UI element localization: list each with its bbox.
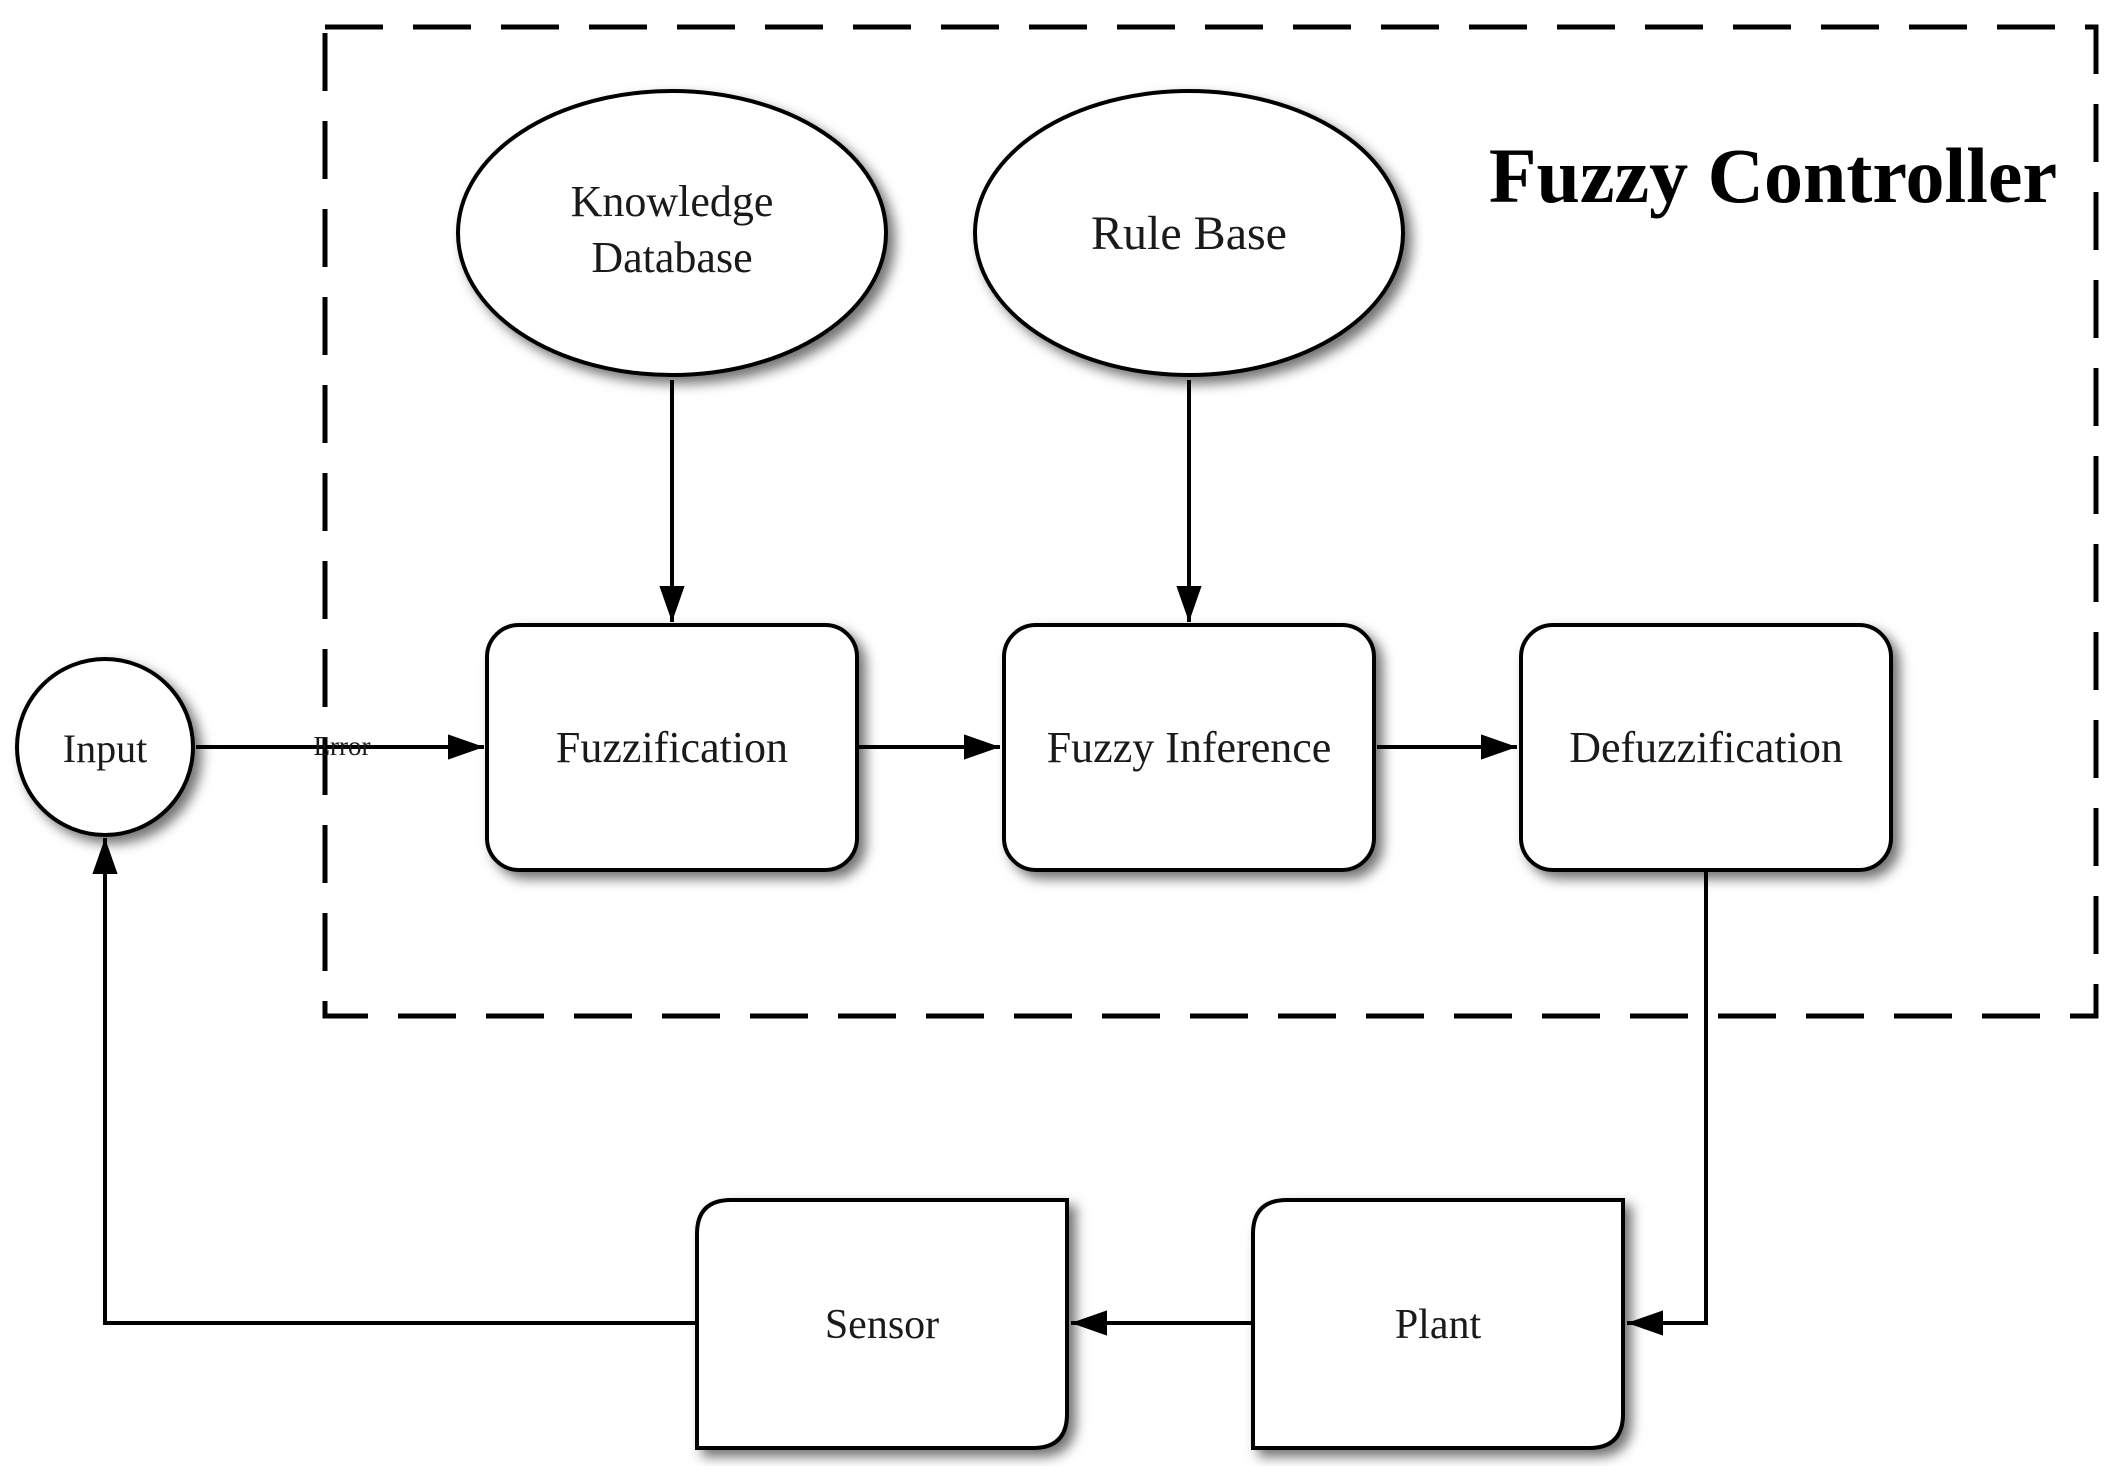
knowledge-database-node: Knowledge Database [456, 89, 888, 377]
input-node: Input [15, 657, 195, 837]
knowledge-label-line2: Database [591, 233, 752, 282]
sensor-label: Sensor [825, 1302, 939, 1348]
fuzzy-inference-node: Fuzzy Inference [1002, 623, 1376, 872]
error-label: Error [314, 731, 371, 761]
sensor-node: Sensor [695, 1198, 1069, 1450]
rule-base-label: Rule Base [1091, 207, 1287, 260]
arrow-sensor-to-input [92, 838, 697, 1325]
plant-node: Plant [1251, 1198, 1625, 1450]
plant-label: Plant [1395, 1302, 1482, 1348]
defuzzification-node: Defuzzification [1519, 623, 1893, 872]
arrow-defuzzification-to-plant [1627, 872, 1708, 1336]
rule-base-node: Rule Base [973, 89, 1405, 377]
fuzzification-label: Fuzzification [556, 723, 788, 772]
fuzzification-node: Fuzzification [485, 623, 859, 872]
input-label: Input [63, 726, 147, 771]
fuzzy-inference-label: Fuzzy Inference [1047, 723, 1332, 772]
controller-title: Fuzzy Controller [1489, 132, 2057, 219]
controller-boundary [322, 24, 2099, 1019]
knowledge-label-line1: Knowledge [571, 177, 774, 226]
defuzzification-label: Defuzzification [1569, 723, 1843, 772]
